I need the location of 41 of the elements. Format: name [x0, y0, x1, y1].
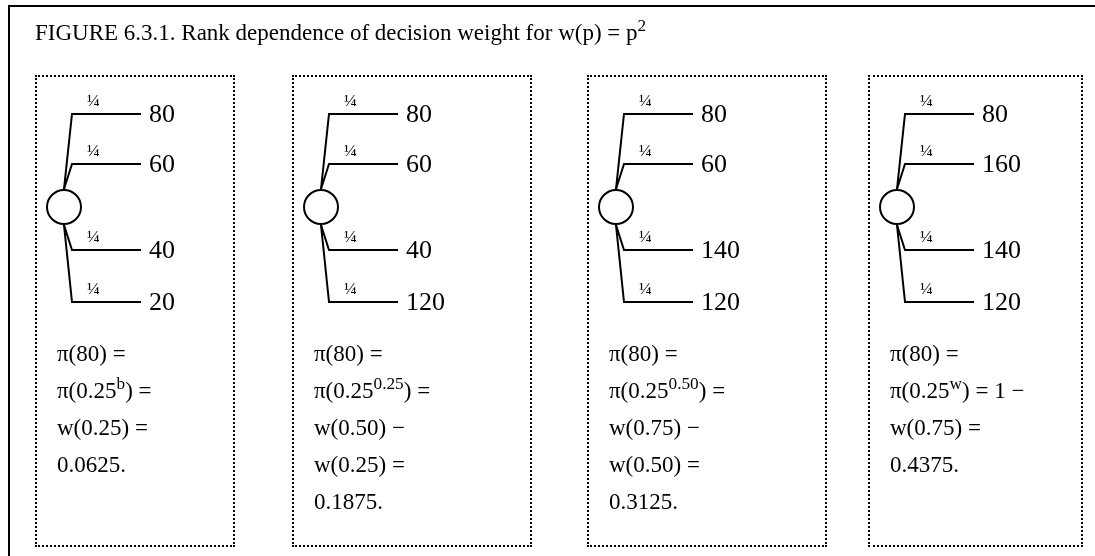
outcome-value: 60: [149, 149, 175, 179]
outcome-value: 40: [406, 235, 432, 265]
outcome-value: 40: [149, 235, 175, 265]
formula-text: π(80) = π(0.25$^{b}$) = w(0.25) = 0.0625.: [57, 340, 153, 479]
branch-line: [896, 113, 975, 190]
branch-line: [63, 163, 142, 190]
chance-node: [879, 189, 915, 225]
branch-line: [320, 113, 399, 190]
branch-line: [615, 113, 694, 190]
branch-line: [320, 224, 399, 303]
branch-line: [63, 113, 142, 190]
formula-text: π(80) = π(0.25$^{w}$) = 1 − w(0.75) = 0.4375.: [890, 340, 1026, 479]
outcome-value: 80: [149, 99, 175, 129]
outcome-value: 60: [406, 149, 432, 179]
outcome-value: 20: [149, 287, 175, 317]
branch-line: [896, 163, 975, 190]
branch-line: [896, 224, 975, 303]
chance-node: [46, 189, 82, 225]
outcome-value: 140: [701, 235, 740, 265]
chance-node: [598, 189, 634, 225]
branch-line: [63, 224, 142, 251]
outcome-value: 60: [701, 149, 727, 179]
outcome-value: 80: [406, 99, 432, 129]
branch-line: [615, 224, 694, 251]
outcome-value: 140: [982, 235, 1021, 265]
branch-line: [320, 224, 399, 251]
outcome-value: 120: [982, 287, 1021, 317]
branch-line: [63, 224, 142, 303]
formula-text: π(80) = π(0.25$^{0.50}$) = w(0.75) − w(0.50) = 0.3125.: [609, 340, 727, 516]
outcome-value: 160: [982, 149, 1021, 179]
branch-line: [320, 163, 399, 190]
chance-node: [303, 189, 339, 225]
outcome-value: 120: [406, 287, 445, 317]
outcome-value: 80: [982, 99, 1008, 129]
branch-line: [896, 224, 975, 251]
outcome-value: 80: [701, 99, 727, 129]
outcome-value: 120: [701, 287, 740, 317]
branch-line: [615, 224, 694, 303]
branch-line: [615, 163, 694, 190]
figure-title: FIGURE 6.3.1. Rank dependence of decision weight for w(p) = p$^{2}$: [35, 16, 647, 47]
formula-text: π(80) = π(0.25$^{0.25}$) = w(0.50) − w(0.25) = 0.1875.: [314, 340, 432, 516]
